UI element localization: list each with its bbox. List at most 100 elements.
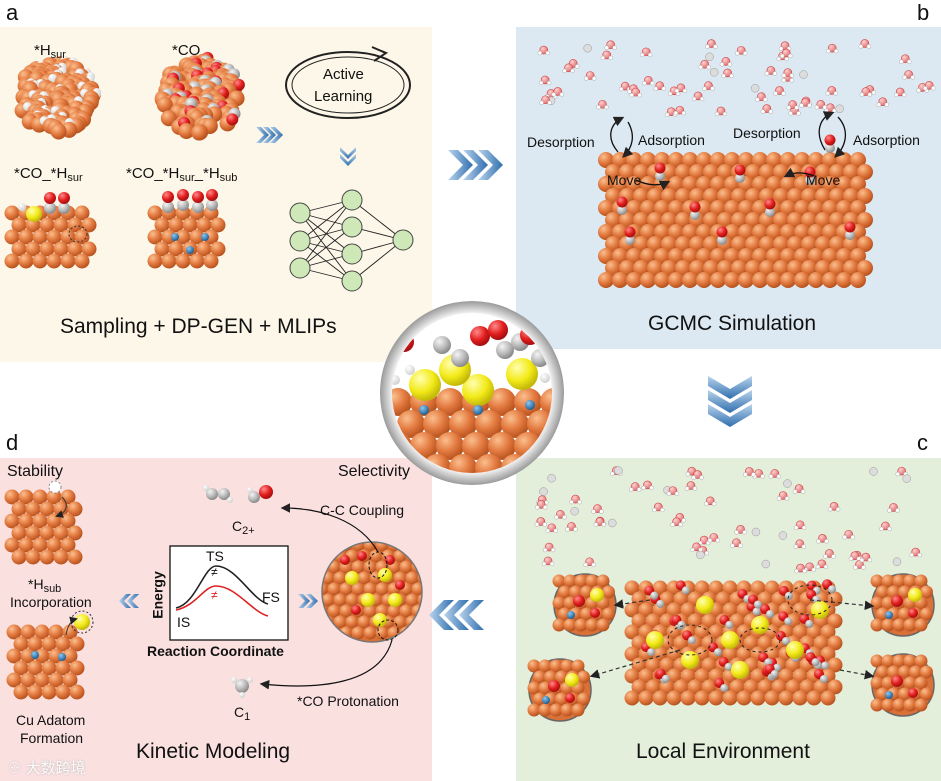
copper-atom <box>69 636 85 652</box>
copper-atom <box>876 585 889 599</box>
carbon-atom <box>805 175 815 185</box>
subsurface-h-atom <box>201 233 209 241</box>
center-zoom-artwork <box>380 301 564 504</box>
hsub-label: *Hsub <box>28 576 61 595</box>
hydrogen-atom <box>239 692 245 698</box>
flow-arrows <box>119 150 752 630</box>
copper-atom <box>598 152 614 168</box>
copper-atom <box>339 582 353 596</box>
water-molecule <box>815 559 829 570</box>
copper-atom <box>555 670 568 684</box>
copper-atom <box>675 260 691 276</box>
water-molecule <box>730 538 743 548</box>
copper-atom <box>787 260 803 276</box>
copper-atom <box>41 684 57 700</box>
copper-atom <box>710 152 726 168</box>
copper-atom <box>780 152 796 168</box>
subsurface-h-atom <box>419 405 429 415</box>
copper-atom <box>717 164 733 180</box>
water-molecule <box>604 40 617 50</box>
copper-atom <box>345 593 359 607</box>
copper-atom <box>633 236 649 252</box>
copper-atom <box>399 604 413 618</box>
copper-atom <box>708 690 724 706</box>
copper-atom <box>661 188 677 204</box>
c2-sub: 2+ <box>242 525 255 537</box>
copper-atom <box>605 164 621 180</box>
copper-atom <box>710 200 726 216</box>
carbon-atom <box>496 341 514 359</box>
copper-atom <box>682 224 698 240</box>
copper-atom <box>574 618 588 632</box>
carbon-atom <box>650 591 659 600</box>
copper-atom <box>18 537 34 553</box>
water-molecule <box>794 563 807 574</box>
water-molecule <box>691 470 704 480</box>
copper-atom <box>689 188 705 204</box>
copper-atom <box>661 236 677 252</box>
copper-atom <box>619 212 635 228</box>
carbon-atom <box>661 674 670 683</box>
carbon-atom <box>235 679 249 693</box>
neural-network-icon <box>289 189 414 292</box>
water-molecule <box>618 81 632 92</box>
copper-atom <box>843 260 859 276</box>
copper-atom <box>549 659 563 673</box>
copper-atom <box>903 676 917 690</box>
copper-atom <box>717 212 733 228</box>
copper-atom <box>48 624 64 640</box>
panel-a-letter: a <box>6 0 19 25</box>
copper-atom <box>914 618 928 632</box>
copper-atom <box>701 613 717 629</box>
copper-atom <box>903 618 917 632</box>
copper-atom <box>696 152 712 168</box>
copper-atom <box>813 679 829 695</box>
copper-atom <box>11 217 27 233</box>
sulfur-atom <box>462 374 494 406</box>
copper-atom <box>53 525 69 541</box>
copper-atom <box>647 188 663 204</box>
oxygen-atom <box>590 608 600 618</box>
water-molecule <box>591 504 604 514</box>
copper-atom <box>333 571 347 585</box>
h-atom-marker <box>48 480 62 494</box>
copper-atom <box>920 607 933 621</box>
energy-curve-black <box>175 565 269 609</box>
oxygen-atom <box>357 551 367 561</box>
copper-atom <box>514 476 542 504</box>
copper-atom <box>560 703 574 717</box>
proton-species <box>547 473 556 483</box>
copper-atom <box>694 668 710 684</box>
copper-atom <box>156 96 173 113</box>
copper-atom <box>827 679 843 695</box>
copper-atom <box>822 224 838 240</box>
copper-atom <box>645 613 661 629</box>
subsurface-h-atom <box>885 691 893 699</box>
copper-atom <box>640 200 656 216</box>
water-molecule <box>876 97 890 107</box>
copper-atom <box>668 272 684 288</box>
copper-atom <box>766 152 782 168</box>
copper-atom <box>820 690 836 706</box>
water-molecule <box>703 496 717 507</box>
copper-atom <box>794 272 810 288</box>
copper-atom <box>549 703 563 717</box>
copper-atom <box>689 260 705 276</box>
copper-atom <box>752 176 768 192</box>
copper-atom <box>703 260 719 276</box>
carbon-atom <box>784 617 793 626</box>
water-molecule <box>780 48 793 59</box>
sulfur-atom <box>74 614 90 630</box>
copper-atom <box>778 690 794 706</box>
copper-atom <box>815 236 831 252</box>
chevron-down-icon <box>340 147 356 166</box>
copper-atom <box>829 164 845 180</box>
copper-atom <box>666 602 682 618</box>
copper-atom <box>624 668 640 684</box>
copper-atom <box>640 152 656 168</box>
copper-atom <box>417 549 422 563</box>
proton-species <box>709 68 719 77</box>
energy-ts-label: TS <box>206 548 224 564</box>
ts-mark-black: ≠ <box>211 565 218 579</box>
copper-atom <box>914 698 928 712</box>
